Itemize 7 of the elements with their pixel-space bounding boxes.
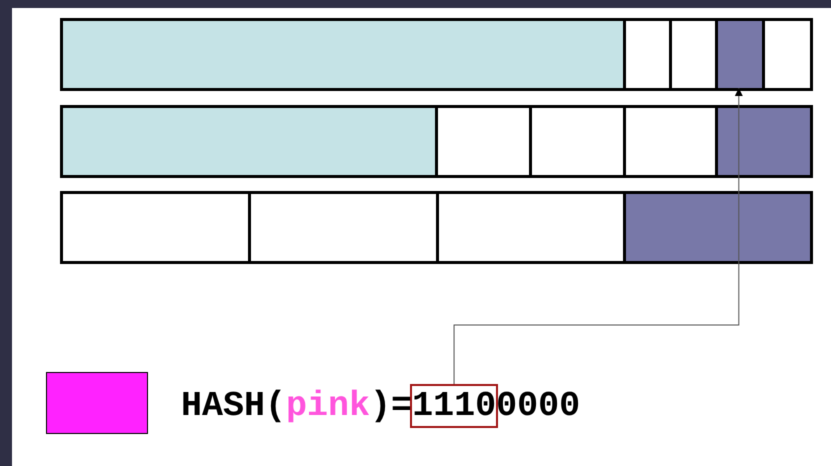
highlighted-bits: 1110 [410,384,498,428]
arrow [454,88,743,384]
formula-text: )= [370,386,412,426]
formula-text: 0000 [496,386,580,426]
formula-text: pink [286,386,370,426]
formula-text: HASH( [181,386,286,426]
memory-cell [715,21,762,88]
